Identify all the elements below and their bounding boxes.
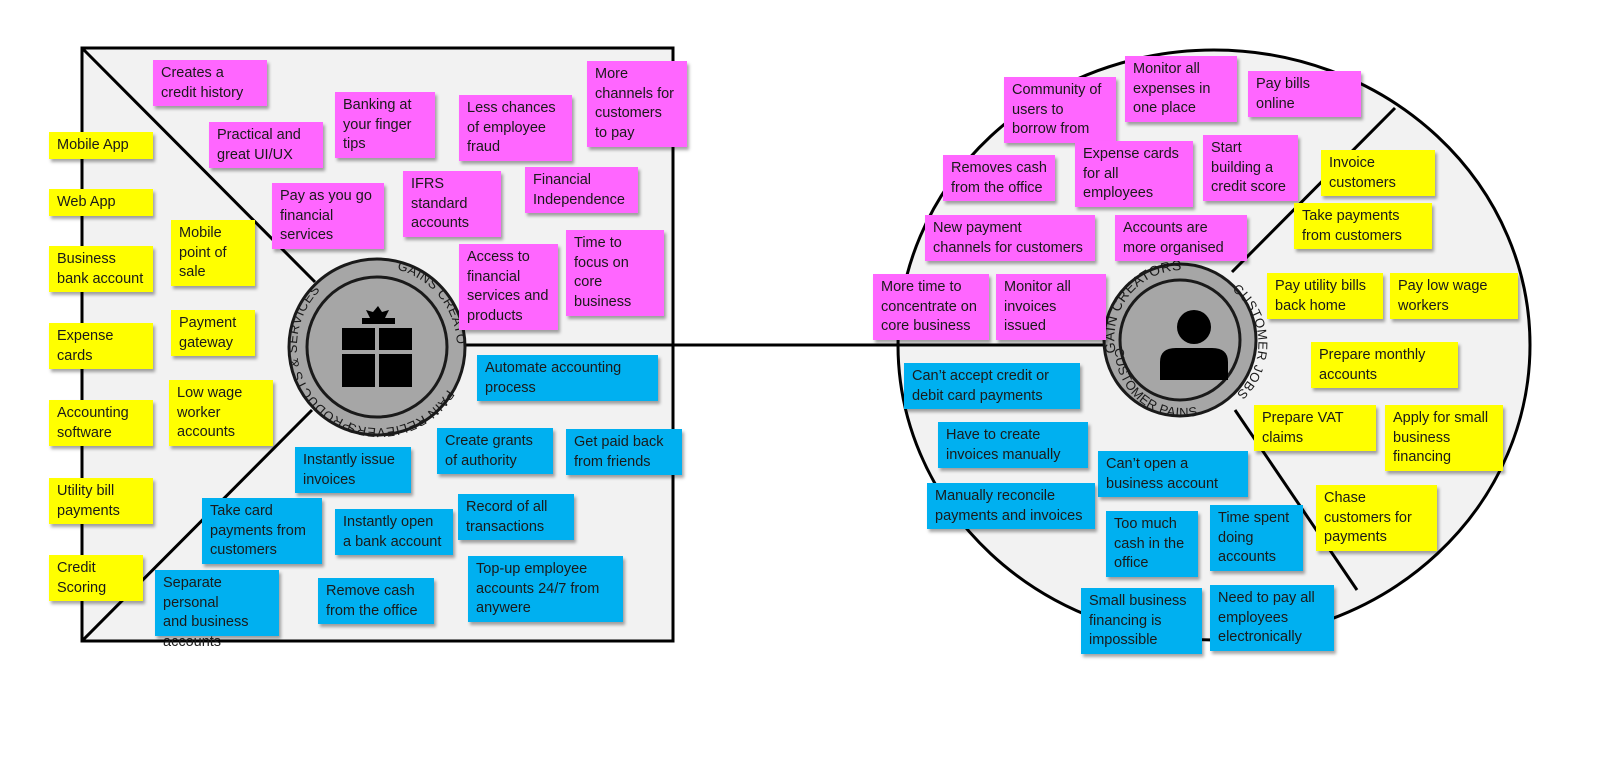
product-service-note: Mobile App: [49, 132, 153, 159]
customer-job-note: Chase customers for payments: [1316, 485, 1437, 551]
customer-profile-badge: GAIN CREATORS CUSTOMER JOBS CUSTOMER PAI…: [1101, 257, 1270, 420]
pain-reliever-note: Remove cash from the office: [318, 578, 434, 624]
gain-creator-note: Access to financial services and product…: [459, 244, 558, 330]
customer-pain-note: Have to create invoices manually: [938, 422, 1088, 468]
pain-reliever-note: Automate accounting process: [477, 355, 658, 401]
gain-creator-note: Creates a credit history: [153, 60, 267, 106]
gain-creator-note: Banking at your finger tips: [335, 92, 435, 158]
pain-reliever-note: Instantly issue invoices: [295, 447, 411, 493]
gift-icon: [342, 306, 412, 387]
customer-pain-note: Can’t open a business account: [1098, 451, 1248, 497]
customer-profile-divider-top: [1230, 106, 1397, 274]
product-service-note: Mobile point of sale: [171, 220, 255, 286]
gain-creator-note: Time to focus on core business: [566, 230, 664, 316]
gain-creator-note: More channels for customers to pay: [587, 61, 687, 147]
pain-reliever-note: Record of all transactions: [458, 494, 574, 540]
customer-job-note: Pay low wage workers: [1390, 273, 1518, 319]
customer-gain-note: Removes cash from the office: [943, 155, 1055, 201]
customer-gain-note: Start building a credit score: [1203, 135, 1298, 201]
gain-creator-note: Financial Independence: [525, 167, 638, 213]
customer-job-note: Prepare VAT claims: [1254, 405, 1376, 451]
customer-gain-note: Expense cards for all employees: [1075, 141, 1193, 207]
customer-gain-note: Monitor all invoices issued: [996, 274, 1106, 340]
pain-reliever-note: Create grants of authority: [437, 428, 553, 474]
product-service-note: Business bank account: [49, 246, 153, 292]
customer-pain-note: Need to pay all employees electronically: [1210, 585, 1334, 651]
pain-reliever-note: Top-up employee accounts 24/7 from anywe…: [468, 556, 623, 622]
person-icon: [1160, 310, 1228, 380]
gain-creator-note: Less chances of employee fraud: [459, 95, 572, 161]
product-service-note: Web App: [49, 189, 153, 216]
customer-gain-note: Accounts are more organised: [1115, 215, 1247, 261]
customer-gain-note: Community of users to borrow from: [1004, 77, 1116, 143]
customer-gain-note: Monitor all expenses in one place: [1125, 56, 1237, 122]
customer-job-note: Take payments from customers: [1294, 203, 1432, 249]
value-map-diagonal-bottom: [80, 408, 314, 643]
customer-gain-note: New payment channels for customers: [925, 215, 1095, 261]
customer-pain-note: Can’t accept credit or debit card paymen…: [904, 363, 1080, 409]
customer-pain-note: Manually reconcile payments and invoices: [927, 483, 1095, 529]
product-service-note: Credit Scoring: [49, 555, 143, 601]
pain-reliever-note: Take card payments from customers: [202, 498, 322, 564]
customer-pain-note: Small business financing is impossible: [1081, 588, 1202, 654]
product-service-note: Payment gateway: [171, 310, 255, 356]
pain-reliever-note: Get paid back from friends: [566, 429, 682, 475]
gain-creator-note: Pay as you go financial services: [272, 183, 384, 249]
product-service-note: Expense cards: [49, 323, 153, 369]
gain-creator-note: IFRS standard accounts: [403, 171, 501, 237]
pain-reliever-note: Separate personal and business accounts: [155, 570, 279, 650]
product-service-note: Low wage worker accounts: [169, 380, 273, 446]
gain-creator-note: Practical and great UI/UX: [209, 122, 323, 168]
product-service-note: Utility bill payments: [49, 478, 153, 524]
customer-job-note: Invoice customers: [1321, 150, 1435, 196]
pain-reliever-note: Instantly open a bank account: [335, 509, 453, 555]
customer-pain-note: Time spent doing accounts: [1210, 505, 1303, 571]
customer-job-note: Prepare monthly accounts: [1311, 342, 1458, 388]
customer-gain-note: Pay bills online: [1248, 71, 1361, 117]
product-service-note: Accounting software: [49, 400, 153, 446]
customer-job-note: Pay utility bills back home: [1267, 273, 1383, 319]
customer-job-note: Apply for small business financing: [1385, 405, 1503, 471]
customer-pain-note: Too much cash in the office: [1106, 511, 1198, 577]
customer-gain-note: More time to concentrate on core busines…: [873, 274, 989, 340]
